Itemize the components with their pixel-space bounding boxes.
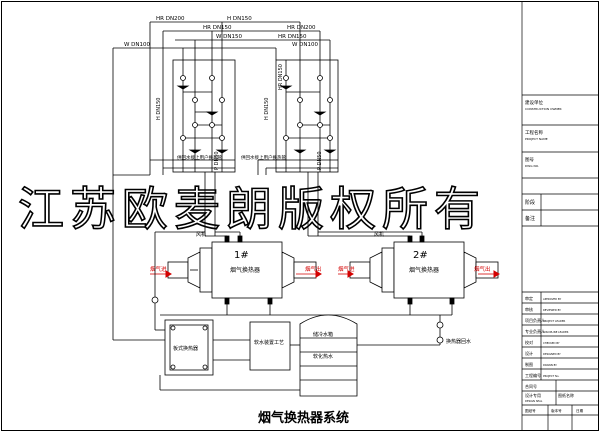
tb-dwg-name: 图纸名称 (558, 392, 574, 398)
flue-in-1: 烟气进 (150, 265, 167, 273)
tb-row-en-7: PROJECT No. (543, 374, 560, 378)
flue-out-2: 烟气出 (474, 265, 491, 273)
tb-row-en-4: CHECKED BY (543, 341, 560, 345)
flue-duct-1 (167, 247, 317, 293)
tb-row-0: 审定 (525, 295, 533, 301)
plate-heat-exchanger (164, 319, 214, 376)
tb-stage: 阶段 (525, 199, 535, 206)
label-hr-dn150-v: HR DN150 (278, 64, 284, 90)
tb-seal: 设计专用 (525, 392, 541, 398)
tb-b3: 日期 (576, 408, 584, 413)
tank-label-bottom: 软化热水 (313, 353, 333, 360)
tb-row-en-5: DESIGNED BY (543, 352, 561, 356)
tb-row-en-0: APPROVED BY (543, 297, 562, 301)
flue-in-2: 烟气进 (338, 265, 355, 273)
hx1-name: 烟气换热器 (230, 266, 260, 274)
label-hr-dn150: HR DN150 (203, 25, 232, 31)
header-pipes (112, 21, 331, 340)
plate-hx-label: 板式换热器 (173, 345, 198, 352)
tb-row-7: 工程编号 (525, 372, 541, 378)
note-left: 供回水接上用户换热管 (177, 154, 222, 161)
tb-row-en-1: REVIEWED BY (543, 308, 561, 312)
valves-left (176, 75, 229, 154)
label-hr-dn200-b: HR DN200 (287, 25, 316, 31)
label-p-dn50-b: P DN50 (317, 151, 323, 170)
tb-project-en: PROJECT NAME (525, 137, 548, 141)
hx2-label: 2# (413, 250, 428, 261)
tb-row-4: 校对 (525, 339, 533, 345)
label-h-dn150-v2: H DN150 (264, 98, 270, 120)
hx2-name: 烟气换热器 (409, 266, 439, 274)
tb-b2: 版本号 (551, 408, 562, 413)
fan-in-1: 风机 (196, 231, 206, 238)
middle-pipes (113, 174, 453, 391)
drawing-title: 烟气换热器系统 (258, 410, 349, 426)
tb-row-1: 审核 (525, 306, 533, 312)
tb-row-6: 制图 (525, 361, 533, 367)
flue-arrows-2 (338, 270, 500, 278)
valves-right (279, 75, 337, 154)
label-w-dn150: W DN150 (216, 34, 243, 40)
tb-row-en-3: DISCIPLINE LEADER (543, 330, 569, 334)
tb-dwgno: 图号 (525, 157, 534, 163)
return-label: 换热器回水 (446, 338, 471, 345)
heat-exchanger-2 (393, 235, 465, 305)
tank-label-top: 储冷水箱 (313, 331, 333, 338)
control-label: 软水装置工艺 (254, 339, 284, 346)
watermark: 江苏欧麦朗版权所有 (17, 181, 486, 237)
label-w-dn100-b: W DN100 (292, 42, 319, 48)
water-tank (299, 314, 358, 397)
tb-dwgno-en: DWG NO. (525, 164, 539, 168)
note-right: 供回水接上用户换热管 (241, 154, 286, 161)
manifold-right-labels: HR DN150 H DN150 P DN50 供回水接上用户换热管 (241, 64, 323, 170)
label-hr-dn200: HR DN200 (156, 16, 185, 22)
tb-seal-en: DESIGN SEAL (525, 399, 543, 403)
label-h-dn150-v: H DN150 (156, 98, 162, 120)
heat-exchanger-1 (211, 235, 283, 305)
label-p-dn50: P DN50 (214, 151, 220, 170)
tb-row-5: 设计 (525, 350, 533, 356)
flue-duct-2 (349, 247, 499, 293)
tb-remark: 备注 (525, 215, 535, 222)
control-cabinet (249, 321, 291, 371)
title-block (521, 1, 598, 430)
tb-row-en-6: DRAWN BY (543, 363, 557, 367)
header-pipe-labels: HR DN200 H DN150 HR DN150 W DN150 W DN10… (124, 16, 319, 48)
title-block-text: 建设单位 CONSTRUCTION OWNER 工程名称 PROJECT NAM… (525, 99, 584, 413)
tb-b1: 图纸号 (525, 408, 536, 413)
tb-row-8: 合同号 (525, 383, 537, 389)
hx1-text: 1# 烟气换热器 风机 烟气进 烟气出 (150, 231, 322, 274)
tb-owner-en: CONSTRUCTION OWNER (525, 107, 562, 111)
tb-owner: 建设单位 (525, 99, 543, 106)
tb-row-2: 项目负责人 (525, 317, 545, 323)
flue-out-1: 烟气出 (305, 265, 322, 273)
hx2-text: 2# 烟气换热器 风机 烟气进 烟气出 (338, 231, 491, 274)
fan-in-2: 风机 (374, 231, 384, 238)
label-hr-dn150-b: HR DN150 (278, 34, 307, 40)
watermark-text: 江苏欧麦朗版权所有 (18, 182, 486, 236)
manifold-left-labels: H DN150 P DN50 供回水接上用户换热管 (156, 98, 222, 170)
flue-arrows-1 (150, 270, 322, 278)
hx1-label: 1# (234, 250, 249, 261)
tb-row-en-2: PROJECT LEADER (543, 319, 566, 323)
pump-circles (151, 296, 444, 344)
label-h-dn150: H DN150 (227, 16, 252, 22)
tb-project: 工程名称 (525, 129, 543, 136)
tb-row-3: 专业负责人 (525, 328, 545, 334)
label-w-dn100: W DN100 (124, 42, 151, 48)
